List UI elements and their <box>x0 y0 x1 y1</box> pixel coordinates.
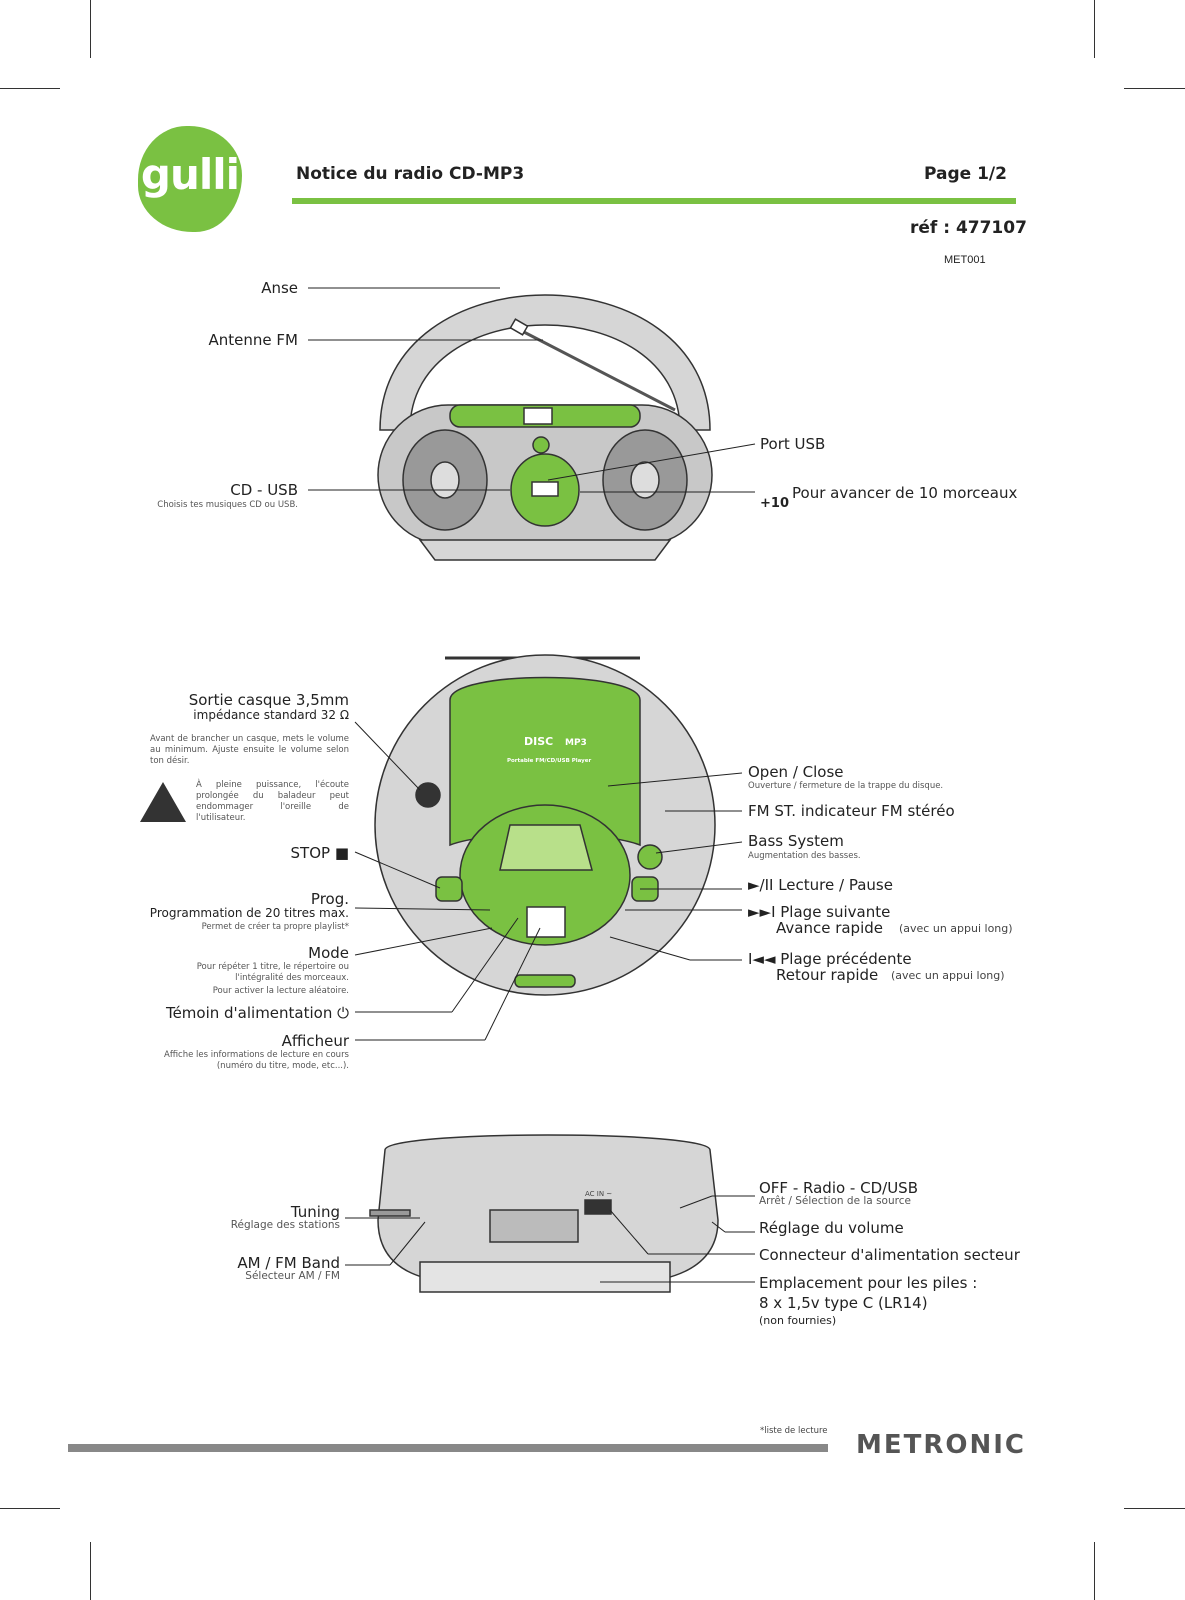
note-retour: (avec un appui long) <box>891 969 1005 982</box>
label-piles-2: 8 x 1,5v type C (LR14) <box>759 1294 928 1312</box>
desc-tuning: Réglage des stations <box>230 1219 340 1231</box>
label-lecture: ►/II Lecture / Pause <box>748 876 893 894</box>
label-suivante: ►►I Plage suivante <box>748 903 891 921</box>
label-impedance: impédance standard 32 Ω <box>193 708 349 722</box>
label-fm-st: FM ST. indicateur FM stéréo <box>748 802 955 820</box>
back-view-device <box>369 1134 719 1293</box>
label-avance: Avance rapide <box>776 919 883 937</box>
label-retour: Retour rapide <box>776 966 879 984</box>
front-view-device <box>374 654 716 996</box>
reference-number: réf : 477107 <box>910 218 1027 238</box>
label-piles: Emplacement pour les piles : <box>759 1274 978 1292</box>
desc-prog: Permet de créer ta propre playlist* <box>201 922 349 932</box>
label-cd-usb: CD - USB <box>230 481 298 499</box>
label-sortie-casque: Sortie casque 3,5mm <box>188 691 349 709</box>
desc-bass: Augmentation des basses. <box>748 851 861 861</box>
label-anse: Anse <box>261 279 298 297</box>
note-avance: (avec un appui long) <box>899 922 1013 935</box>
gulli-logo: gulli <box>138 126 242 232</box>
label-mode: Mode <box>308 944 349 962</box>
crop-mark <box>90 1542 91 1600</box>
label-volume: Réglage du volume <box>759 1219 904 1237</box>
page-number: Page 1/2 <box>924 164 1007 184</box>
desc-afficheur: Affiche les informations de lecture en c… <box>164 1050 349 1071</box>
label-stop: STOP ■ <box>290 844 349 862</box>
desc-casque: Avant de brancher un casque, mets le vol… <box>150 734 349 766</box>
footnote: *liste de lecture <box>760 1426 828 1436</box>
label-connecteur: Connecteur d'alimentation secteur <box>759 1246 1020 1264</box>
warning-hearing-icon <box>140 782 186 822</box>
label-afficheur: Afficheur <box>281 1032 349 1050</box>
crop-mark <box>90 0 91 58</box>
label-piles-3: (non fournies) <box>759 1314 837 1327</box>
device-ac-in: AC IN ~ <box>585 1190 613 1198</box>
model-number: MET001 <box>944 254 986 266</box>
label-port-usb: Port USB <box>760 435 826 453</box>
crop-mark <box>1094 1542 1095 1600</box>
desc-band: Sélecteur AM / FM <box>245 1270 340 1282</box>
top-view-device <box>377 294 713 561</box>
device-disc-logo: DISC <box>524 735 554 748</box>
desc-open-close: Ouverture / fermeture de la trappe du di… <box>748 781 944 791</box>
plus10-icon: +10 <box>760 496 789 511</box>
crop-mark <box>1124 1508 1185 1509</box>
label-plus10: Pour avancer de 10 morceaux <box>792 484 1018 502</box>
label-bass: Bass System <box>748 832 844 850</box>
label-prog: Prog. <box>310 890 349 908</box>
desc-mode-2: Pour activer la lecture aléatoire. <box>212 986 349 996</box>
device-mp3-logo: MP3 <box>565 738 587 748</box>
desc-warning: À pleine puissance, l'écoute prolongée d… <box>196 780 349 823</box>
desc-cd-usb: Choisis tes musiques CD ou USB. <box>157 500 298 510</box>
label-open-close: Open / Close <box>748 763 844 781</box>
document-title: Notice du radio CD-MP3 <box>296 164 525 184</box>
crop-mark <box>0 1508 60 1509</box>
desc-off-radio: Arrêt / Sélection de la source <box>759 1195 911 1207</box>
desc-mode-1: Pour répéter 1 titre, le répertoire ou l… <box>196 962 349 983</box>
label-prog-line2: Programmation de 20 titres max. <box>149 906 349 920</box>
crop-mark <box>1094 0 1095 58</box>
crop-mark <box>0 88 60 89</box>
crop-mark <box>1124 88 1185 89</box>
label-off-radio: OFF - Radio - CD/USB <box>759 1179 918 1197</box>
label-tuning: Tuning <box>290 1203 340 1221</box>
label-band: AM / FM Band <box>237 1254 340 1272</box>
device-player-text: Portable FM/CD/USB Player <box>507 758 592 764</box>
metronic-logo: METRONIC <box>856 1430 1027 1460</box>
label-precedente: I◄◄ Plage précédente <box>748 950 912 968</box>
footer-bar <box>68 1444 828 1452</box>
label-temoin: Témoin d'alimentation ⏻ <box>165 1004 349 1022</box>
label-antenne: Antenne FM <box>208 331 298 349</box>
title-underline <box>292 198 1016 204</box>
